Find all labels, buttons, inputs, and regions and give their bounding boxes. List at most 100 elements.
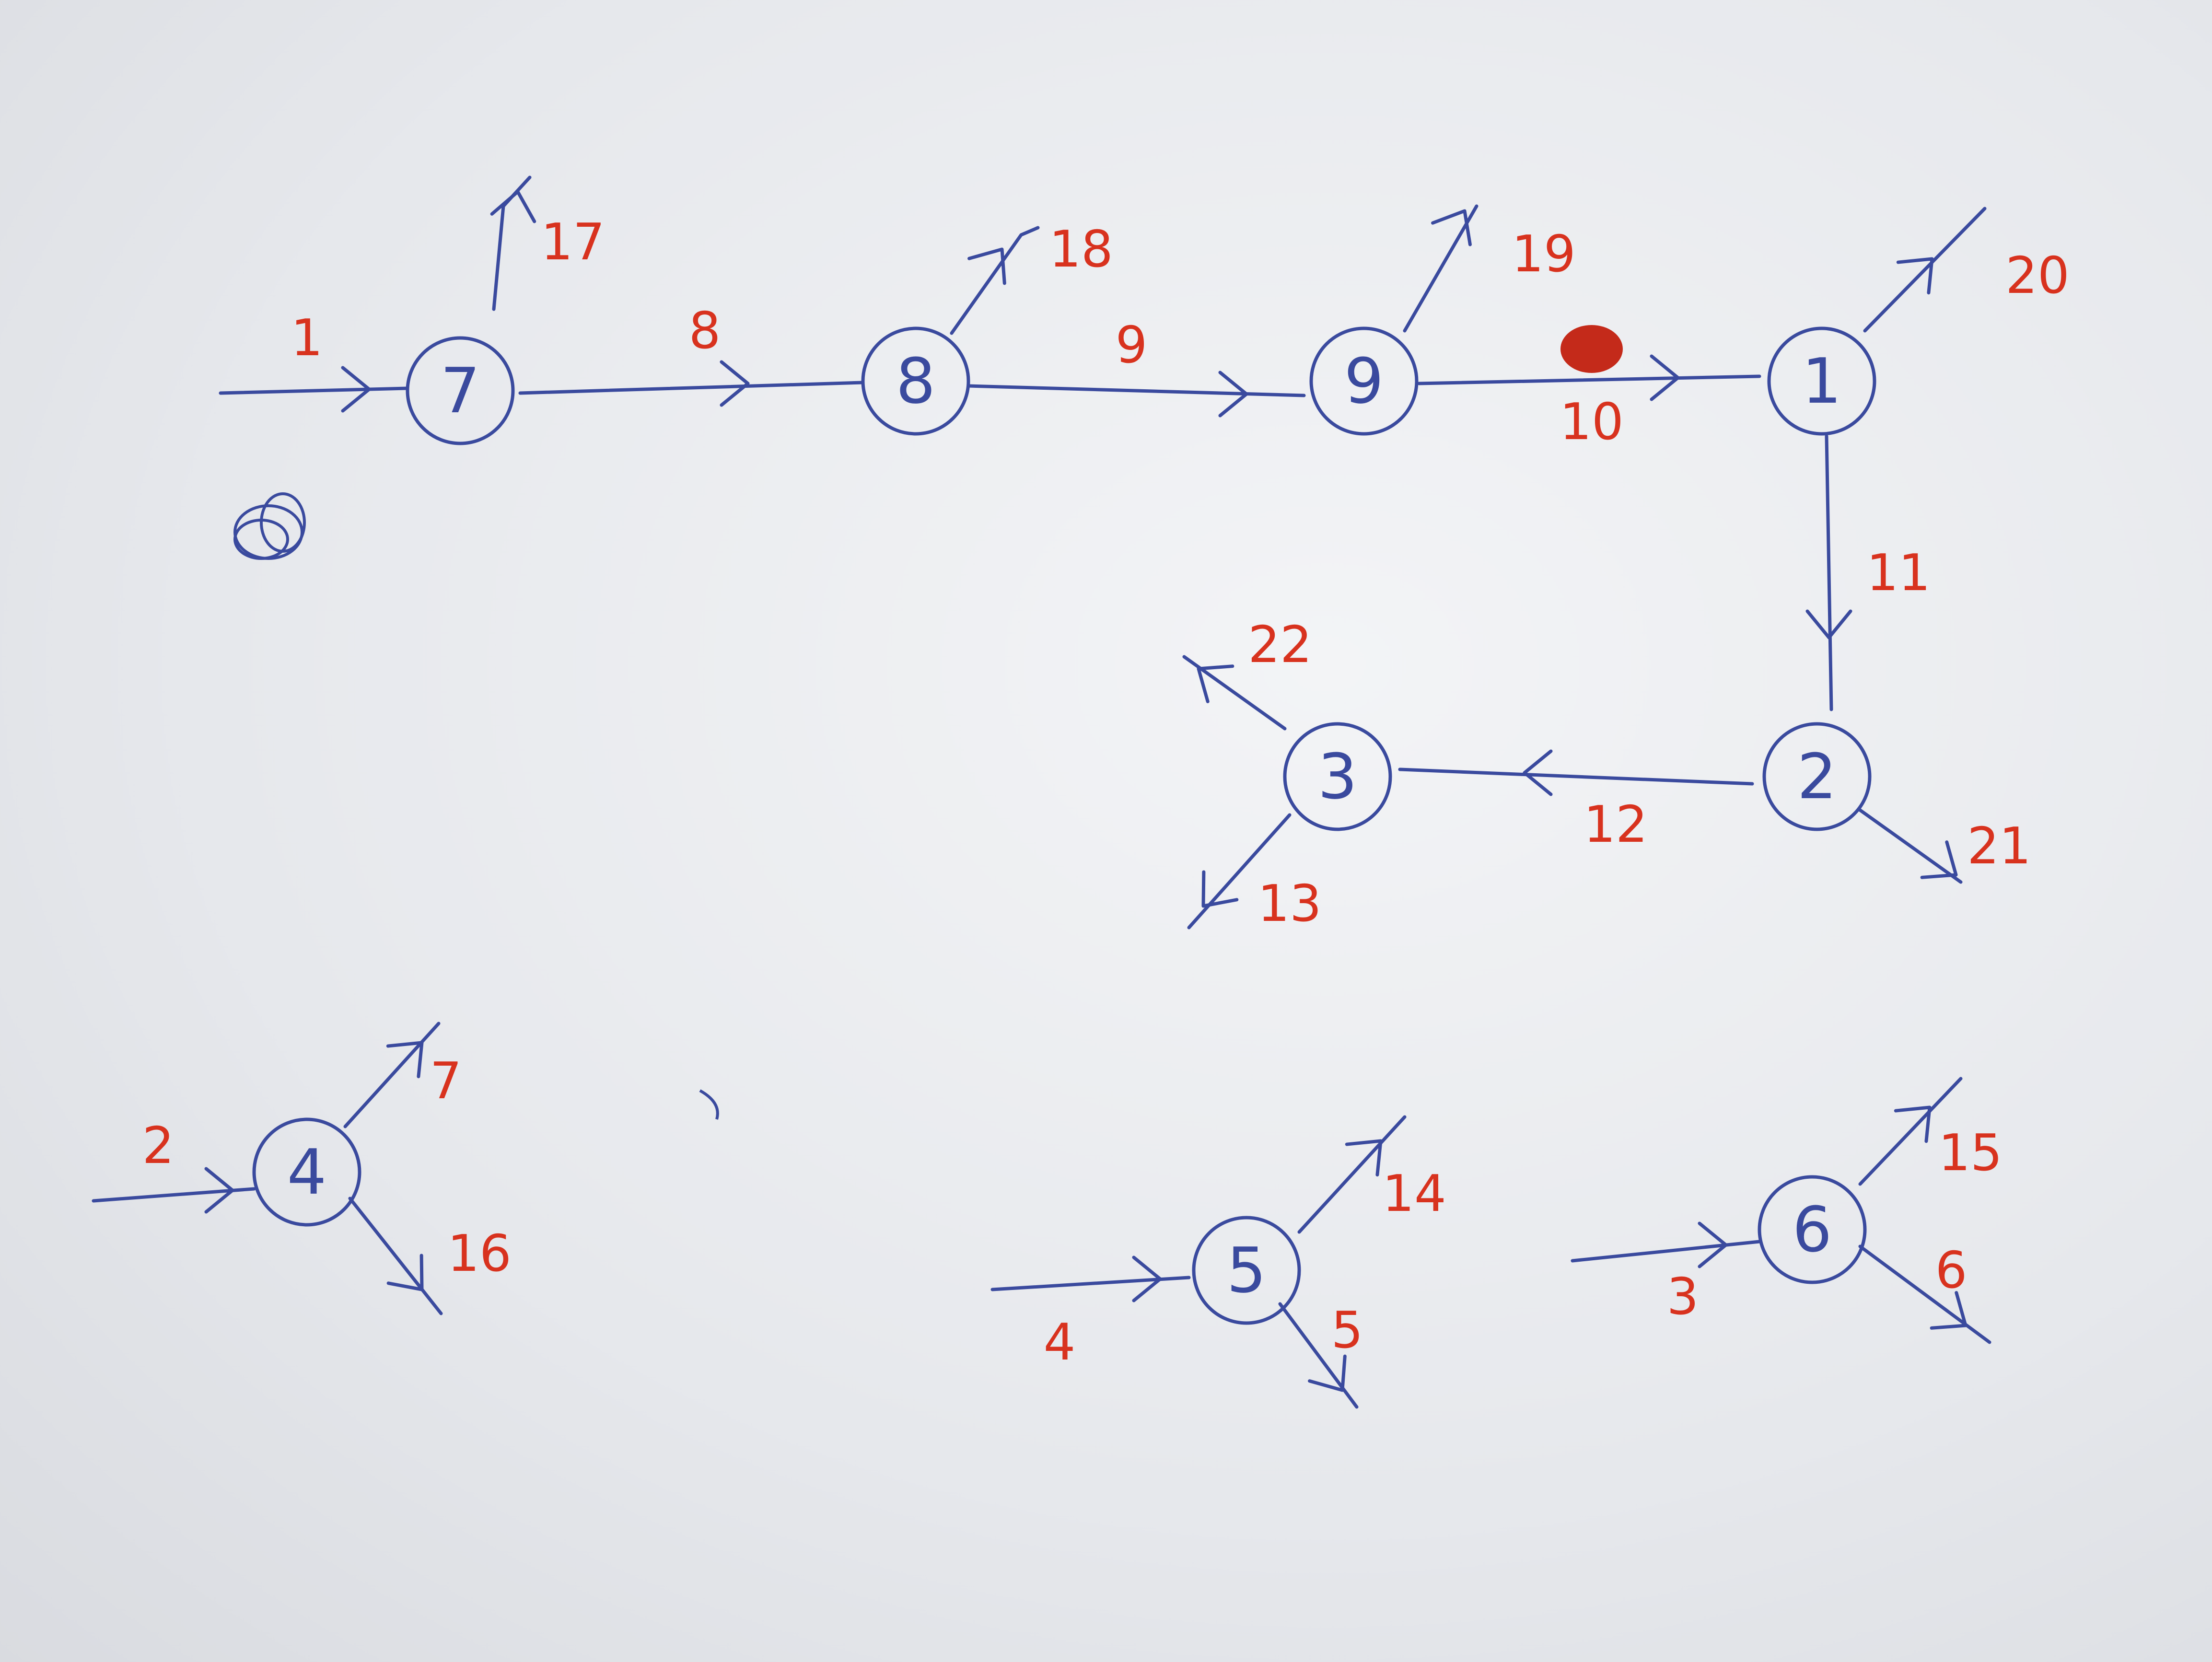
edge-1: 1 [219, 309, 409, 413]
edge-line [950, 226, 1040, 335]
arrowhead-icon [1201, 870, 1239, 908]
arrowhead-icon [1523, 749, 1553, 796]
edge-10: 10 [1417, 354, 1761, 451]
arrowhead-icon [1920, 840, 1958, 879]
edge-line [1398, 767, 1754, 786]
edge-15: 15 [1858, 1077, 2002, 1186]
node-label: 9 [1344, 345, 1384, 418]
scribble-mark [233, 492, 306, 560]
arrowhead-icon [1698, 1221, 1728, 1268]
edge-label: 1 [291, 309, 323, 367]
edge-21: 21 [1858, 808, 2031, 884]
node-circle [406, 336, 515, 445]
arrowhead-icon [1805, 609, 1852, 639]
edge-13: 13 [1187, 813, 1322, 933]
edge-label: 20 [2005, 246, 2070, 305]
edge-label: 11 [1866, 544, 1931, 602]
node-1: 1 [1767, 326, 1876, 436]
edge-label: 13 [1257, 874, 1322, 933]
node-9: 9 [1309, 326, 1419, 436]
edge-line [1187, 813, 1292, 930]
edge-label: 12 [1583, 795, 1648, 854]
edge-label: 3 [1667, 1267, 1699, 1326]
edge-9: 9 [966, 316, 1306, 418]
crossed-out-label [1560, 325, 1623, 373]
node-circle [252, 1117, 361, 1227]
node-3: 3 [1283, 722, 1392, 831]
node-label: 7 [441, 354, 480, 427]
node-label: 2 [1797, 740, 1837, 813]
edge-16: 16 [348, 1197, 512, 1315]
edge-8: 8 [518, 302, 865, 407]
arrowhead-icon [1431, 209, 1472, 246]
edge-label: 22 [1248, 616, 1312, 674]
arrowhead-icon [1197, 664, 1234, 703]
node-label: 8 [896, 345, 936, 418]
node-label: 3 [1318, 740, 1358, 813]
edge-line [1863, 207, 1987, 333]
edge-12: 12 [1398, 749, 1754, 854]
node-circle [861, 326, 970, 436]
edge-label: 9 [1116, 316, 1148, 374]
edge-line [1417, 374, 1761, 385]
node-label: 6 [1793, 1193, 1832, 1266]
node-circle [1758, 1175, 1867, 1284]
node-8: 8 [861, 326, 970, 436]
edge-label: 4 [1044, 1313, 1076, 1371]
edge-line [343, 1022, 441, 1128]
edge-11: 11 [1805, 434, 1931, 711]
edge-line [1825, 434, 1833, 711]
edge-6: 6 [1858, 1241, 1991, 1344]
edge-2: 2 [92, 1116, 256, 1214]
edge-line [990, 1276, 1191, 1291]
stray-mark [699, 1089, 719, 1120]
edge-label: 6 [1935, 1241, 1968, 1300]
edge-line [518, 381, 865, 395]
arrowhead-icon [967, 247, 1006, 285]
edge-line [219, 386, 409, 395]
arrowhead-icon [720, 360, 750, 407]
edge-label: 10 [1560, 393, 1624, 451]
arrowhead-icon [386, 1041, 424, 1079]
edge-line [1297, 1115, 1407, 1234]
edge-7: 7 [343, 1022, 462, 1128]
edge-label: 16 [447, 1224, 512, 1283]
edge-line [348, 1197, 443, 1315]
edge-22: 22 [1182, 616, 1312, 731]
arrowhead-icon [1896, 257, 1934, 295]
edge-label: 18 [1049, 220, 1113, 279]
edge-line [1403, 204, 1479, 333]
arrowhead-icon [341, 366, 371, 413]
edge-label: 15 [1938, 1124, 2002, 1182]
edge-20: 20 [1863, 207, 2070, 333]
arrowhead-icon [1132, 1255, 1162, 1302]
edge-17: 17 [490, 175, 605, 311]
arrowhead-icon [1345, 1139, 1383, 1177]
arrowhead-icon [204, 1167, 234, 1214]
node-2: 2 [1762, 722, 1872, 831]
node-circle [1767, 326, 1876, 436]
edge-line [1858, 1244, 1991, 1344]
arrowhead-icon [1218, 371, 1248, 418]
edge-label: 5 [1331, 1301, 1363, 1360]
node-circle [1309, 326, 1419, 436]
edge-label: 8 [689, 302, 721, 360]
arrowhead-icon [1930, 1291, 1968, 1330]
edge-line [1571, 1240, 1761, 1263]
edge-line [92, 1187, 256, 1203]
edge-19: 19 [1403, 204, 1576, 333]
edge-4: 4 [990, 1255, 1191, 1371]
arrowhead-icon [1308, 1354, 1347, 1392]
edge-line [1858, 1077, 1963, 1186]
edge-18: 18 [950, 220, 1113, 335]
edge-label: 21 [1967, 817, 2031, 875]
edge-14: 14 [1297, 1115, 1446, 1234]
edge-label: 2 [142, 1116, 175, 1175]
arrowhead-icon [1650, 354, 1680, 401]
edge-label: 17 [541, 213, 605, 271]
node-7: 7 [406, 336, 515, 445]
edge-5: 5 [1278, 1301, 1363, 1409]
